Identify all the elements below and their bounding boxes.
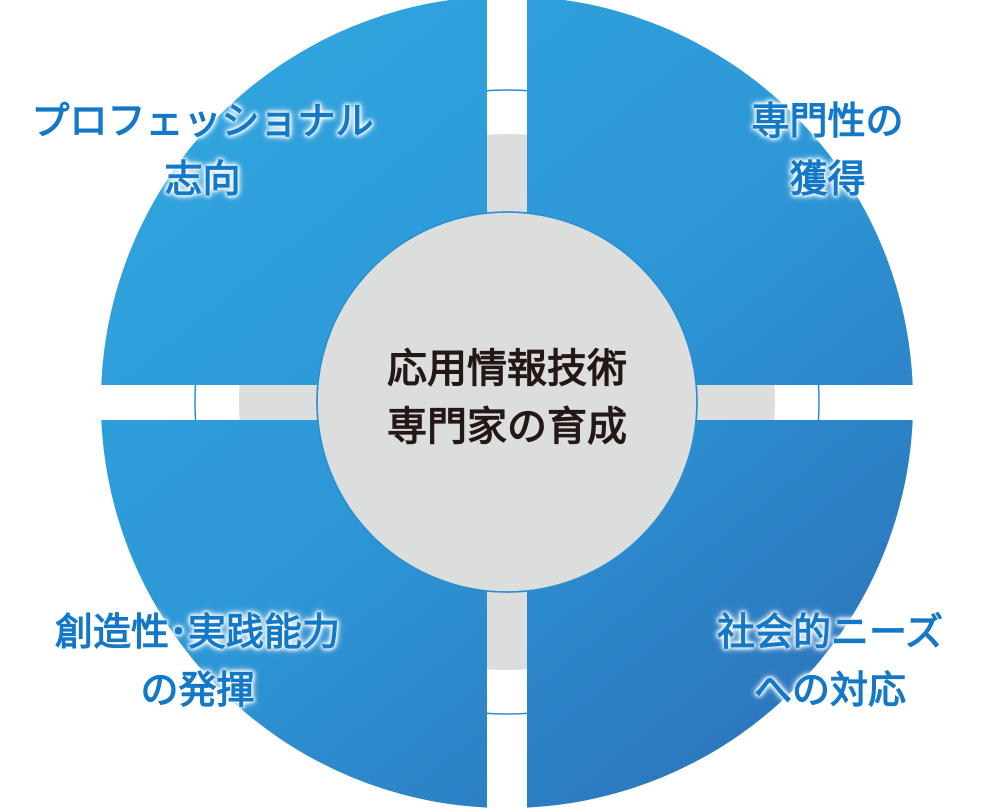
quadrant-label-line: 志向 (164, 157, 241, 201)
quadrant-label-line: 社会的ニーズ (716, 610, 944, 654)
center-title-line1: 応用情報技術 (387, 346, 627, 392)
quadrant-label-bottom-left: 創造性･実践能力 の発揮 (25, 603, 370, 719)
center-title: 応用情報技術 専門家の育成 (317, 340, 697, 456)
center-title-line2: 専門家の育成 (387, 404, 627, 450)
quadrant-label-bottom-right: 社会的ニーズ への対応 (680, 603, 980, 719)
quadrant-label-line: 創造性･実践能力 (54, 610, 340, 654)
quadrant-label-top-right: 専門性の 獲得 (720, 92, 935, 208)
quadrant-label-top-left: プロフェッショナル 志向 (30, 92, 375, 208)
quadrant-label-line: 獲得 (789, 157, 866, 201)
quadrant-label-line: プロフェッショナル (31, 99, 374, 143)
quadrant-label-line: 専門性の (751, 99, 904, 143)
quadrant-label-line: への対応 (753, 668, 906, 712)
quadrant-label-line: の発揮 (140, 668, 255, 712)
